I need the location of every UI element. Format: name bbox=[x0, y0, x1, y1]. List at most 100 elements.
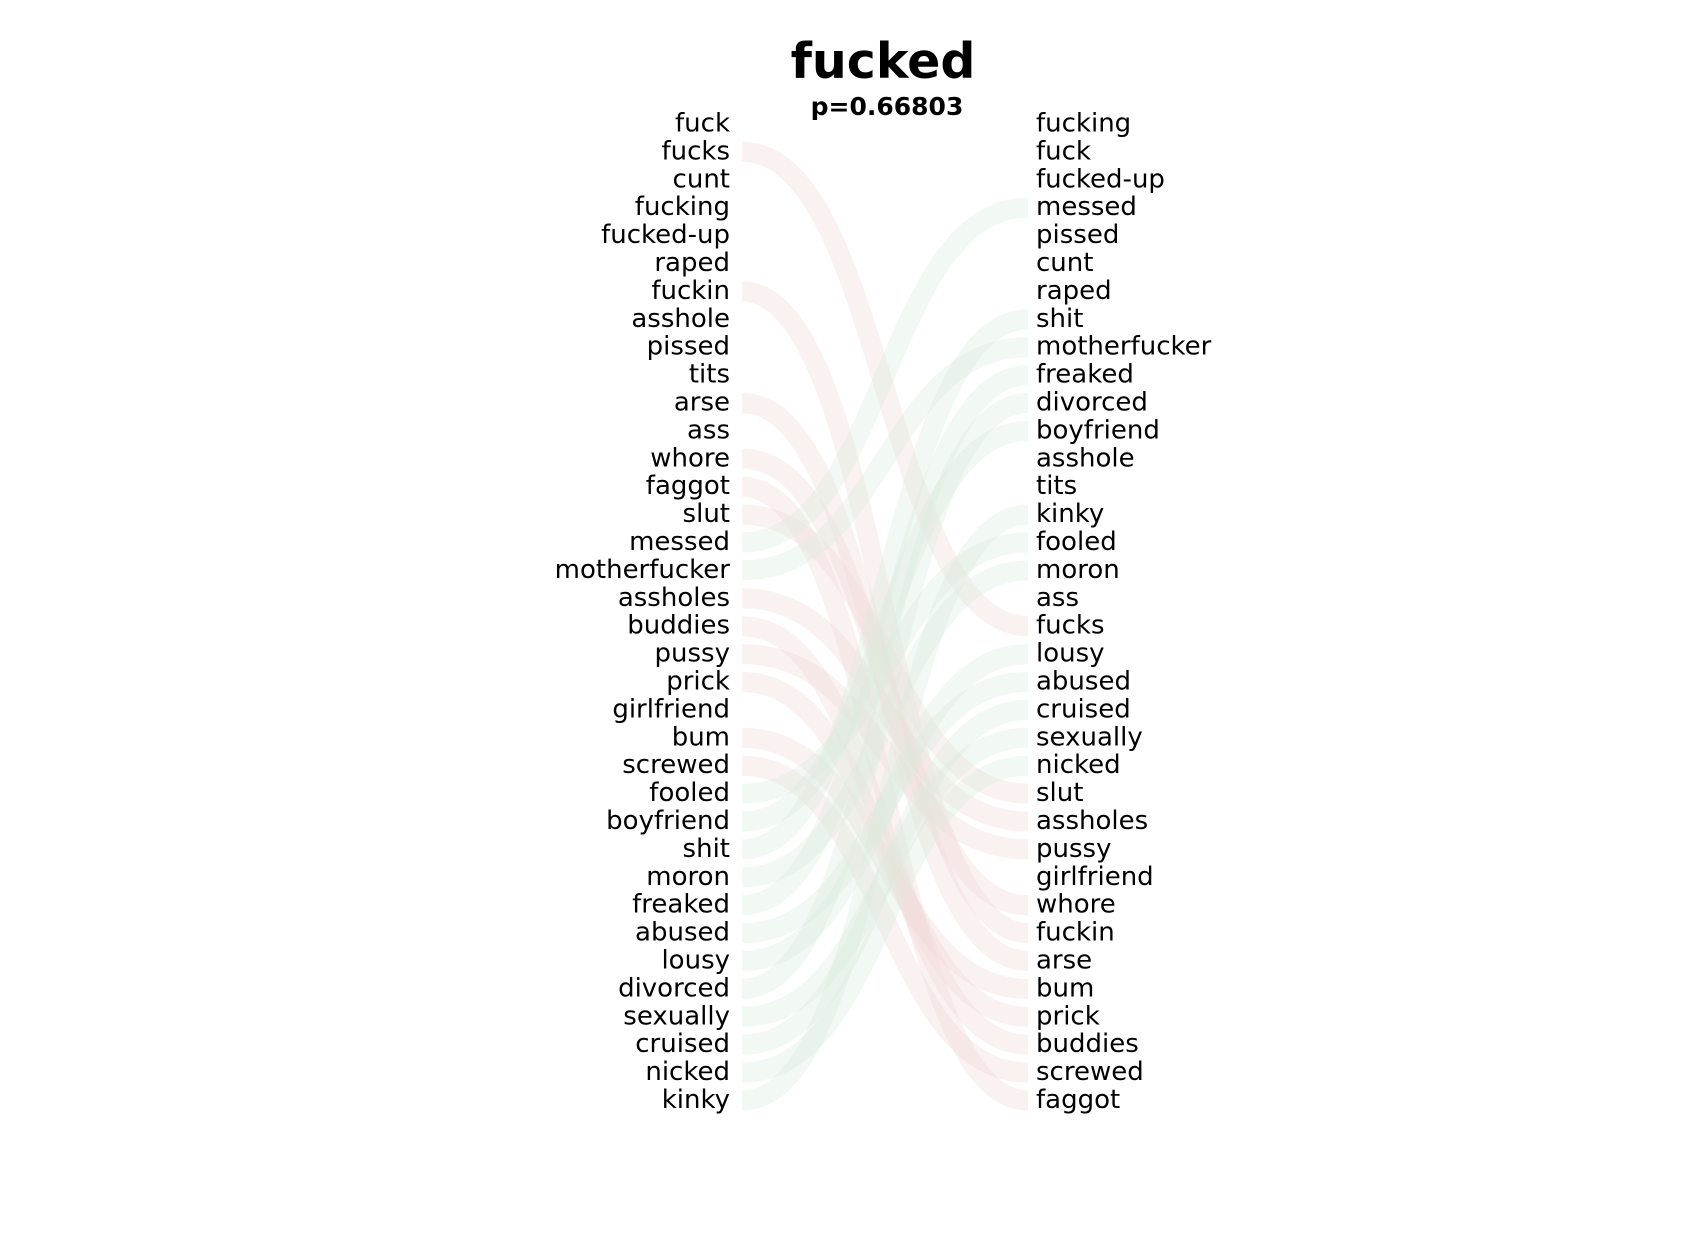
left-word-fuck: fuck bbox=[675, 109, 730, 139]
right-word-fucks: fucks bbox=[1036, 611, 1105, 641]
link-assholes bbox=[741, 588, 1029, 832]
right-word-messed: messed bbox=[1036, 192, 1137, 222]
left-word-whore: whore bbox=[650, 443, 730, 473]
right-word-cunt: cunt bbox=[1036, 248, 1093, 278]
left-word-freaked: freaked bbox=[632, 890, 730, 920]
right-word-tits: tits bbox=[1036, 471, 1077, 501]
right-word-fucked-up: fucked-up bbox=[1036, 164, 1165, 194]
right-word-motherfucker: motherfucker bbox=[1036, 332, 1212, 362]
link-abused bbox=[741, 672, 1029, 944]
right-word-cruised: cruised bbox=[1036, 694, 1131, 724]
left-word-lousy: lousy bbox=[661, 946, 730, 976]
left-word-fuckin: fuckin bbox=[651, 276, 730, 306]
link-nicked bbox=[741, 755, 1029, 1083]
right-word-boyfriend: boyfriend bbox=[1036, 415, 1160, 445]
right-word-list: fuckingfuckfucked-upmessedpissedcuntrape… bbox=[1036, 109, 1212, 1116]
right-word-raped: raped bbox=[1036, 276, 1112, 306]
right-word-assholes: assholes bbox=[1036, 806, 1148, 836]
rank-links bbox=[740, 141, 1030, 1111]
left-word-cunt: cunt bbox=[673, 164, 730, 194]
left-word-bum: bum bbox=[672, 722, 730, 752]
right-word-abused: abused bbox=[1036, 667, 1131, 697]
right-word-pissed: pissed bbox=[1036, 220, 1119, 250]
right-word-whore: whore bbox=[1036, 890, 1116, 920]
right-word-slut: slut bbox=[1036, 778, 1083, 808]
right-word-fuckin: fuckin bbox=[1036, 918, 1115, 948]
link-slut bbox=[741, 504, 1029, 804]
right-word-nicked: nicked bbox=[1036, 750, 1121, 780]
left-word-divorced: divorced bbox=[618, 973, 730, 1003]
right-word-moron: moron bbox=[1036, 555, 1120, 585]
left-word-pissed: pissed bbox=[647, 332, 730, 362]
left-word-fucks: fucks bbox=[661, 136, 730, 166]
right-word-fucking: fucking bbox=[1036, 109, 1131, 139]
right-word-ass: ass bbox=[1036, 583, 1079, 613]
right-word-asshole: asshole bbox=[1036, 443, 1135, 473]
right-word-sexually: sexually bbox=[1036, 722, 1143, 752]
link-divorced bbox=[741, 393, 1029, 999]
right-word-shit: shit bbox=[1036, 304, 1083, 334]
left-word-tits: tits bbox=[689, 360, 730, 390]
link-lousy bbox=[741, 644, 1029, 971]
link-faggot bbox=[740, 476, 1030, 1111]
left-word-boyfriend: boyfriend bbox=[606, 806, 730, 836]
right-word-fuck: fuck bbox=[1036, 136, 1091, 166]
link-pussy bbox=[741, 644, 1029, 860]
right-word-pussy: pussy bbox=[1036, 834, 1111, 864]
right-word-arse: arse bbox=[1036, 946, 1092, 976]
left-word-list: fuckfuckscuntfuckingfucked-uprapedfuckin… bbox=[555, 109, 731, 1116]
left-word-abused: abused bbox=[635, 918, 730, 948]
left-word-arse: arse bbox=[674, 388, 730, 418]
left-word-slut: slut bbox=[683, 499, 730, 529]
left-word-shit: shit bbox=[683, 834, 730, 864]
left-word-ass: ass bbox=[687, 415, 730, 445]
link-boyfriend bbox=[741, 420, 1029, 832]
left-word-assholes: assholes bbox=[618, 583, 730, 613]
right-word-bum: bum bbox=[1036, 973, 1094, 1003]
link-buddies bbox=[741, 616, 1029, 1055]
right-word-faggot: faggot bbox=[1036, 1085, 1120, 1115]
left-word-nicked: nicked bbox=[645, 1057, 730, 1087]
left-word-fucking: fucking bbox=[635, 192, 730, 222]
left-word-sexually: sexually bbox=[623, 1001, 730, 1031]
chart-title: fucked bbox=[791, 33, 976, 90]
left-word-cruised: cruised bbox=[635, 1029, 730, 1059]
left-word-messed: messed bbox=[629, 527, 730, 557]
left-word-prick: prick bbox=[666, 667, 730, 697]
left-word-kinky: kinky bbox=[662, 1085, 730, 1115]
link-fuckin bbox=[740, 281, 1030, 944]
chart-subtitle: p=0.66803 bbox=[811, 92, 964, 121]
right-word-prick: prick bbox=[1036, 1001, 1100, 1031]
left-word-buddies: buddies bbox=[627, 611, 730, 641]
link-shit bbox=[741, 309, 1029, 860]
link-kinky bbox=[741, 504, 1029, 1111]
left-word-raped: raped bbox=[654, 248, 730, 278]
right-word-fooled: fooled bbox=[1036, 527, 1117, 557]
link-fucks bbox=[741, 141, 1029, 637]
left-word-asshole: asshole bbox=[631, 304, 730, 334]
left-word-faggot: faggot bbox=[646, 471, 730, 501]
right-word-freaked: freaked bbox=[1036, 360, 1134, 390]
link-cruised bbox=[741, 699, 1029, 1055]
link-prick bbox=[741, 672, 1029, 1027]
left-word-screwed: screwed bbox=[622, 750, 730, 780]
left-word-fucked-up: fucked-up bbox=[601, 220, 730, 250]
left-word-pussy: pussy bbox=[655, 639, 730, 669]
link-moron bbox=[741, 560, 1029, 888]
left-word-girlfriend: girlfriend bbox=[612, 694, 730, 724]
link-sexually bbox=[741, 727, 1029, 1027]
link-fooled bbox=[741, 532, 1029, 804]
left-word-fooled: fooled bbox=[649, 778, 730, 808]
link-screwed bbox=[741, 755, 1029, 1083]
link-freaked bbox=[741, 365, 1029, 916]
left-word-moron: moron bbox=[646, 862, 730, 892]
right-word-kinky: kinky bbox=[1036, 499, 1104, 529]
left-word-motherfucker: motherfucker bbox=[555, 555, 731, 585]
right-word-screwed: screwed bbox=[1036, 1057, 1144, 1087]
link-arse bbox=[741, 393, 1029, 971]
right-word-buddies: buddies bbox=[1036, 1029, 1139, 1059]
link-motherfucker bbox=[741, 337, 1029, 581]
right-word-girlfriend: girlfriend bbox=[1036, 862, 1154, 892]
right-word-divorced: divorced bbox=[1036, 388, 1148, 418]
